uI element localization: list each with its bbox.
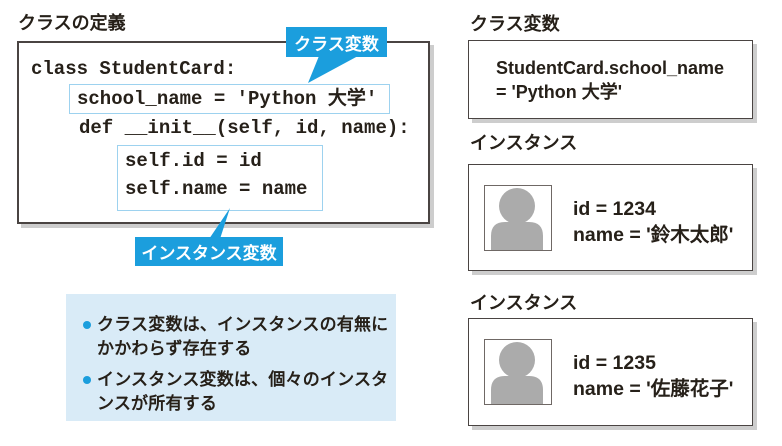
class-variable-callout-tail xyxy=(308,56,358,83)
instance-2-name: name = '佐藤花子' xyxy=(573,378,734,400)
notes-box: クラス変数は、インスタンスの有無に かかわらず存在する インスタンス変数は、個々… xyxy=(66,294,396,421)
instance-2-card: id = 1235 name = '佐藤花子' xyxy=(468,318,753,426)
note-item: クラス変数は、インスタンスの有無に かかわらず存在する xyxy=(83,313,396,360)
bullet-icon xyxy=(83,321,91,329)
person-icon xyxy=(484,339,552,405)
instance-variable-callout: インスタンス変数 xyxy=(135,237,283,266)
note-2-line-1: インスタンス変数は、個々のインスタ xyxy=(97,370,389,389)
instance-variable-highlight-box: self.id = id self.name = name xyxy=(117,145,323,211)
note-item: インスタンス変数は、個々のインスタ ンスが所有する xyxy=(83,368,396,415)
instance-variable-callout-label: インスタンス変数 xyxy=(141,244,277,263)
person-icon xyxy=(484,184,552,251)
instance-variable-callout-tail xyxy=(207,208,230,242)
class-var-box-line-2: = 'Python 大学' xyxy=(496,81,623,102)
note-2-line-2: ンスが所有する xyxy=(97,393,218,413)
class-var-box-line-1: StudentCard.school_name xyxy=(496,58,725,78)
code-inst-line1: self.id = id xyxy=(125,150,262,172)
instance-1-id: id = 1234 xyxy=(573,197,656,220)
code-inst-line2: self.name = name xyxy=(125,177,308,200)
instance-2-id: id = 1235 xyxy=(573,352,656,374)
note-1-line-1: クラス変数は、インスタンスの有無に xyxy=(97,315,389,334)
class-definition-title: クラスの定義 xyxy=(18,13,126,33)
class-variable-highlight-box: school_name = 'Python 大学' xyxy=(69,84,390,114)
code-class-line: class StudentCard: xyxy=(31,58,237,80)
class-variable-value-box: StudentCard.school_name = 'Python 大学' xyxy=(468,40,753,119)
class-variable-callout-label: クラス変数 xyxy=(294,34,379,54)
instance-2-heading: インスタンス xyxy=(470,293,578,313)
bullet-icon xyxy=(83,376,91,384)
note-1-line-2: かかわらず存在する xyxy=(97,338,252,358)
instance-1-card: id = 1234 name = '鈴木太郎' xyxy=(468,164,753,271)
class-variable-heading: クラス変数 xyxy=(470,14,560,34)
instance-1-heading: インスタンス xyxy=(470,133,578,153)
instance-1-name: name = '鈴木太郎' xyxy=(573,223,734,246)
code-class-var-line: school_name = 'Python 大学' xyxy=(77,88,378,110)
class-variable-callout: クラス変数 xyxy=(286,27,387,57)
code-def-line: def __init__(self, id, name): xyxy=(79,117,410,139)
